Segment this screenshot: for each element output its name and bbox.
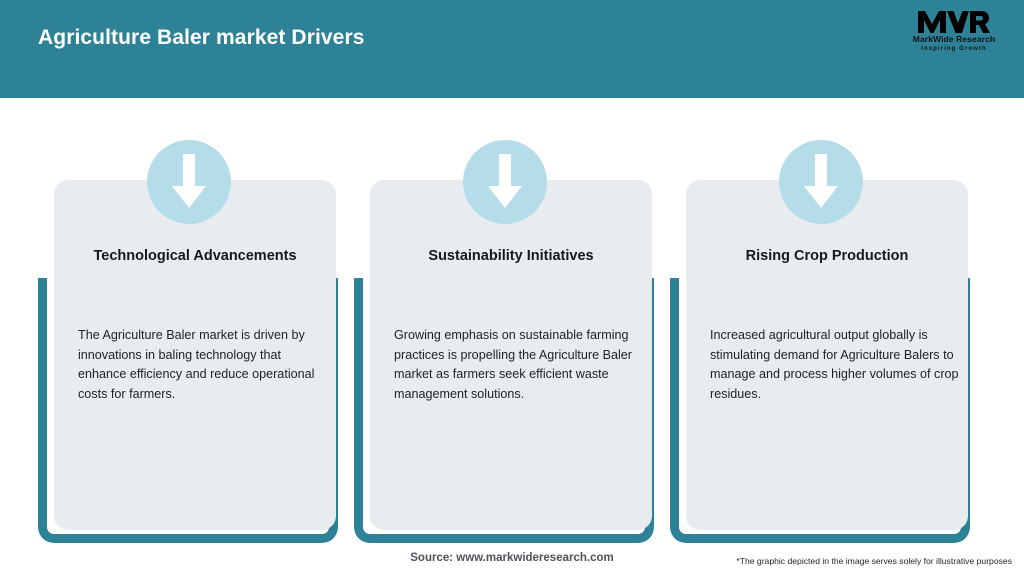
down-arrow-icon bbox=[779, 140, 863, 224]
driver-card-3: Rising Crop Production Increased agricul… bbox=[670, 98, 986, 543]
card-panel bbox=[370, 180, 652, 530]
card-title: Technological Advancements bbox=[93, 248, 297, 264]
logo-company-name: MarkWide Research bbox=[912, 34, 996, 44]
card-body-text: The Agriculture Baler market is driven b… bbox=[78, 328, 315, 401]
card-body-text: Increased agricultural output globally i… bbox=[710, 328, 959, 401]
logo-tagline: Inspiring Growth bbox=[921, 46, 987, 52]
card-title: Rising Crop Production bbox=[745, 248, 909, 264]
card-panel bbox=[54, 180, 336, 530]
driver-card-2: Sustainability Initiatives Growing empha… bbox=[354, 98, 670, 543]
down-arrow-icon bbox=[463, 140, 547, 224]
card-panel bbox=[686, 180, 968, 530]
card-title: Sustainability Initiatives bbox=[428, 248, 594, 264]
card-body-text: Growing emphasis on sustainable farming … bbox=[394, 328, 633, 401]
page-title: Agriculture Baler market Drivers bbox=[38, 26, 365, 49]
header-bar: Agriculture Baler market Drivers MarkWid… bbox=[0, 0, 1024, 98]
logo-mark-icon bbox=[902, 8, 1006, 34]
source-label: Source: www.markwideresearch.com bbox=[410, 552, 614, 564]
down-arrow-icon bbox=[147, 140, 231, 224]
brand-logo: MarkWide Research Inspiring Growth bbox=[902, 8, 1006, 64]
illustrative-disclaimer: *The graphic depicted in the image serve… bbox=[736, 556, 1012, 566]
drivers-card-grid: Technological Advancements The Agricultu… bbox=[0, 98, 1024, 543]
driver-card-1: Technological Advancements The Agricultu… bbox=[38, 98, 354, 543]
